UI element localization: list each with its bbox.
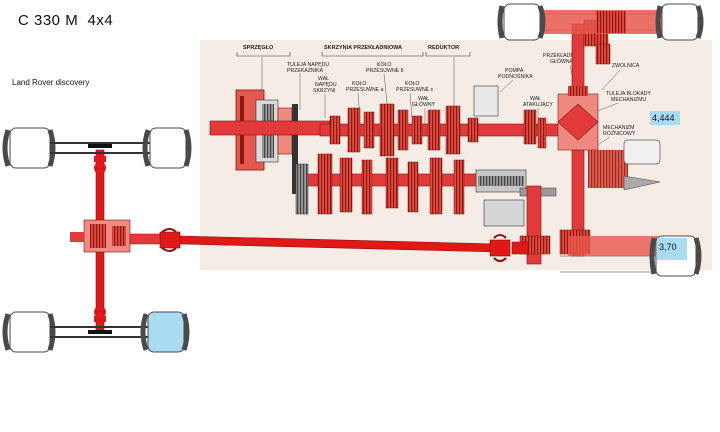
countershaft-gears (295, 153, 465, 215)
wheel-rear-right-top (655, 3, 704, 41)
wheel-front-right-top (497, 3, 546, 41)
bottom-axle-housing (568, 236, 658, 256)
svg-text:PRZEKAŹNIKA: PRZEKAŹNIKA (287, 67, 324, 74)
svg-text:WAŁ: WAŁ (418, 96, 429, 102)
diagram-title: C 330 M 4x4 (18, 12, 114, 29)
main-shaft-gears (329, 103, 479, 157)
svg-text:NAPĘDU: NAPĘDU (315, 82, 337, 88)
ratio-bottom: 3,70 (657, 238, 687, 260)
svg-text:WAŁ: WAŁ (318, 76, 329, 82)
svg-text:ZWOLNICA: ZWOLNICA (612, 63, 640, 69)
svg-text:TULEJA NAPĘDU: TULEJA NAPĘDU (287, 62, 329, 68)
left-axle (70, 149, 161, 331)
svg-text:PRZESUWNE a: PRZESUWNE a (346, 87, 384, 93)
wheel-rear-left-bottom (140, 311, 190, 353)
svg-text:GŁÓWNA: GŁÓWNA (550, 58, 574, 65)
svg-text:SKRZYNI: SKRZYNI (313, 88, 335, 94)
svg-text:RÓŻNICOWY: RÓŻNICOWY (603, 130, 636, 137)
brake-drum (623, 139, 661, 191)
svg-text:POMPA: POMPA (505, 68, 524, 74)
pump-box (473, 85, 499, 117)
svg-text:MECHANIZMU: MECHANIZMU (611, 97, 646, 103)
svg-text:PRZESUWNE b: PRZESUWNE b (366, 68, 404, 74)
ratio-top: 4,444 (650, 111, 680, 125)
svg-text:WAŁ: WAŁ (530, 96, 541, 102)
svg-text:MECHANIZM: MECHANIZM (603, 125, 634, 131)
label-reduktor: REDUKTOR (428, 45, 459, 51)
svg-text:KOŁO: KOŁO (352, 81, 366, 87)
svg-text:4,444: 4,444 (652, 113, 675, 123)
svg-text:3,70: 3,70 (659, 242, 677, 252)
section-headers (236, 52, 471, 57)
label-sprzeglo: SPRZĘGŁO (243, 45, 274, 51)
reducer (473, 85, 557, 227)
svg-text:GŁÓWNY: GŁÓWNY (412, 101, 436, 108)
input-shaft (209, 120, 331, 136)
diagram-subtitle: Land Rover discovery (12, 78, 90, 87)
svg-text:TULEJA BLOKADY: TULEJA BLOKADY (606, 91, 652, 97)
wheel-front-left-top (2, 127, 56, 169)
svg-text:PRZESUWNE c: PRZESUWNE c (396, 87, 434, 93)
propeller-shaft (159, 228, 529, 262)
rear-differential (557, 86, 628, 188)
label-skrzynia: SKRZYNIA PRZEKŁADNIOWA (324, 45, 402, 51)
svg-text:PRZEKŁADNIA: PRZEKŁADNIA (543, 53, 580, 59)
svg-text:KOŁO: KOŁO (377, 62, 391, 68)
component-labels: TULEJA NAPĘDU PRZEKAŹNIKA WAŁ NAPĘDU SKR… (287, 53, 652, 137)
svg-text:KOŁO: KOŁO (405, 81, 419, 87)
wheel-rear-left-top (142, 127, 192, 169)
svg-text:ATAKUJĄCY: ATAKUJĄCY (523, 102, 553, 108)
wheel-front-left-bottom (2, 311, 56, 353)
svg-text:PODNOŚNIKA: PODNOŚNIKA (498, 72, 533, 80)
